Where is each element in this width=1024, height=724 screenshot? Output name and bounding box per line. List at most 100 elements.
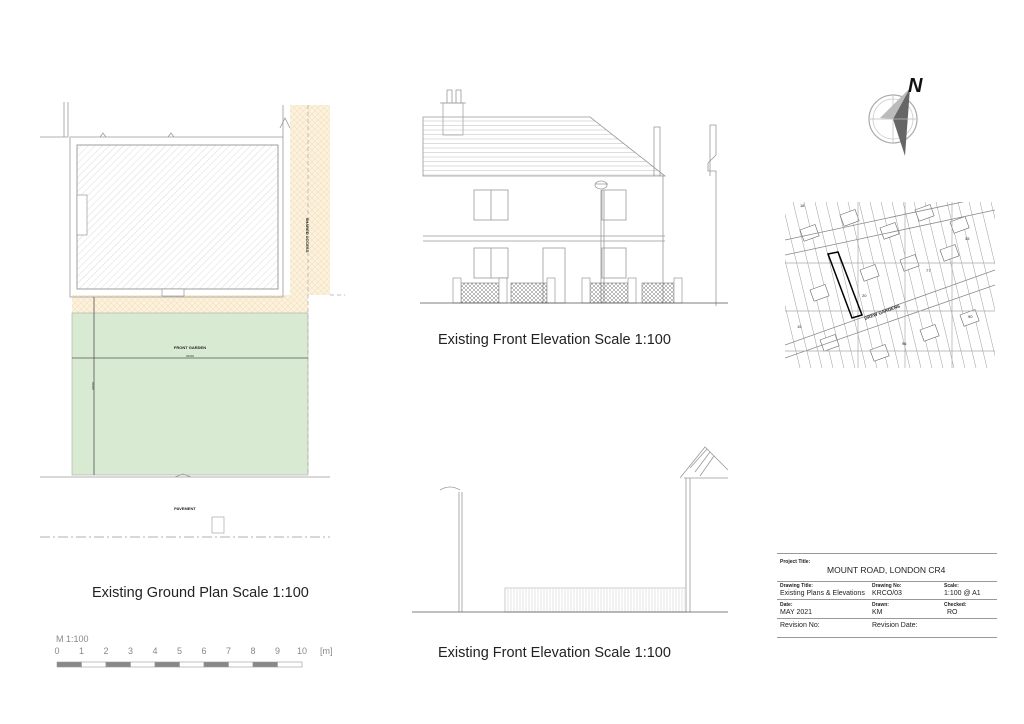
- depth-dimension: 00.00: [91, 382, 95, 390]
- plot-line: [836, 202, 878, 368]
- plot-line: [1002, 202, 1024, 368]
- scale-tick-label: 2: [103, 646, 108, 656]
- plot-line: [968, 202, 995, 311]
- drawn-value: KM: [872, 609, 883, 616]
- front-elevation-top: Existing Front Elevation Scale 1:100: [420, 89, 728, 348]
- scale-tick-label: 4: [152, 646, 157, 656]
- scale-bar-title: M 1:100: [56, 634, 89, 644]
- fence-panel: [460, 282, 500, 304]
- forecourt-area: [72, 295, 308, 313]
- title-block-rules: [777, 553, 997, 638]
- scale-segment: [252, 661, 278, 668]
- drawing-title-label: Drawing Title:: [780, 583, 813, 589]
- roof-edge: [689, 448, 715, 477]
- building-footprint: [859, 264, 880, 282]
- plot-line: [902, 202, 944, 368]
- fence-panel: [510, 282, 548, 304]
- north-label: N: [908, 75, 923, 97]
- plot-line: [858, 202, 900, 368]
- building-footprint: [919, 324, 940, 342]
- plot-line: [785, 259, 812, 368]
- house-number: 90: [968, 314, 973, 319]
- fence-pier: [546, 277, 556, 304]
- building-footprint: [879, 222, 900, 240]
- shared-access-label: SHARED ACCESS: [305, 218, 310, 253]
- scale-segment: [130, 661, 156, 668]
- front-boundary: [40, 473, 330, 478]
- compass-ring: [868, 94, 918, 144]
- street-label: DREW GARDENS: [864, 303, 901, 321]
- fence-pier: [452, 277, 462, 304]
- revision-no-label: Revision No:: [780, 622, 820, 629]
- roof-tiles: [423, 120, 664, 176]
- fence-pier: [673, 277, 683, 304]
- location-map: DREW GARDENS 20 77 15 90 96 35 18: [785, 202, 1024, 368]
- front-elevation-bottom: Existing Front Elevation Scale 1:100: [412, 446, 729, 661]
- plot-line: [785, 304, 801, 368]
- drawing-title: Existing Plans & Elevations: [780, 590, 865, 597]
- fence-pier: [627, 277, 637, 304]
- side-chimney: [653, 124, 717, 306]
- fence-panel: [589, 282, 629, 304]
- building-footprint: [914, 204, 935, 222]
- house-number: 15: [797, 324, 802, 329]
- checked-value: RO: [947, 609, 958, 616]
- plot-line: [814, 202, 856, 368]
- scale-tick-label: 7: [226, 646, 231, 656]
- chimney-pots: [440, 89, 466, 104]
- plot-line: [924, 202, 966, 368]
- scale-value: 1:100 @ A1: [944, 590, 981, 597]
- window: [601, 247, 627, 279]
- plot-line: [935, 202, 977, 368]
- ground-plan: SHARED ACCESS FRONT GARDEN 00.00 00.00 P…: [40, 102, 345, 601]
- checked-label: Checked:: [944, 602, 967, 608]
- drawn-label: Drawn:: [872, 602, 889, 608]
- scale-tick-label: 1: [79, 646, 84, 656]
- scale-segment: [203, 661, 229, 668]
- fence-pier: [581, 277, 591, 304]
- scale-segment: [154, 661, 180, 668]
- ground-plan-caption: Existing Ground Plan Scale 1:100: [92, 585, 309, 601]
- string-course: [423, 176, 665, 303]
- roof-outline: [422, 116, 667, 177]
- project-title: MOUNT ROAD, LONDON CR4: [827, 565, 946, 575]
- scale-segment: [81, 661, 107, 668]
- title-block: Project Title: MOUNT ROAD, LONDON CR4 Dr…: [777, 553, 997, 638]
- arrow-light: [880, 88, 910, 119]
- dimension-lines: [72, 297, 308, 475]
- boundary-line: [307, 105, 345, 475]
- front-step: [161, 288, 185, 297]
- arrow-dark: [893, 88, 910, 156]
- drawing-no-label: Drawing No:: [872, 583, 902, 589]
- building-footprint: [959, 309, 980, 327]
- north-arrow: N: [868, 75, 923, 156]
- date-label: Date:: [780, 602, 793, 608]
- house-number: 96: [902, 341, 907, 346]
- map-grid: [785, 202, 995, 368]
- wall-markers: [99, 117, 291, 138]
- pavement-label: PAVEMENT: [174, 506, 196, 511]
- house-footprint: [76, 144, 279, 290]
- house-number: 77: [926, 268, 931, 273]
- scale-segment: [56, 661, 82, 668]
- scale-tick-label: 9: [275, 646, 280, 656]
- scale-tick-label: 5: [177, 646, 182, 656]
- scale-tick-label: 0: [54, 646, 59, 656]
- front-garden-label: FRONT GARDEN: [174, 345, 206, 350]
- scale-label: Scale:: [944, 583, 959, 589]
- lamp-head: [594, 180, 608, 190]
- date-value: MAY 2021: [780, 609, 812, 616]
- top-elevation-caption: Existing Front Elevation Scale 1:100: [438, 332, 671, 348]
- site-outline: [826, 251, 863, 319]
- fence-pier: [498, 277, 508, 304]
- project-title-label: Project Title:: [780, 559, 811, 565]
- streetlight-symbol: [211, 516, 225, 534]
- scale-segment: [105, 661, 131, 668]
- plot-line: [891, 202, 933, 368]
- building-footprint: [869, 344, 890, 362]
- scale-segment: [228, 661, 254, 668]
- fence-panel: [641, 282, 675, 304]
- house-side-wall: [679, 446, 729, 612]
